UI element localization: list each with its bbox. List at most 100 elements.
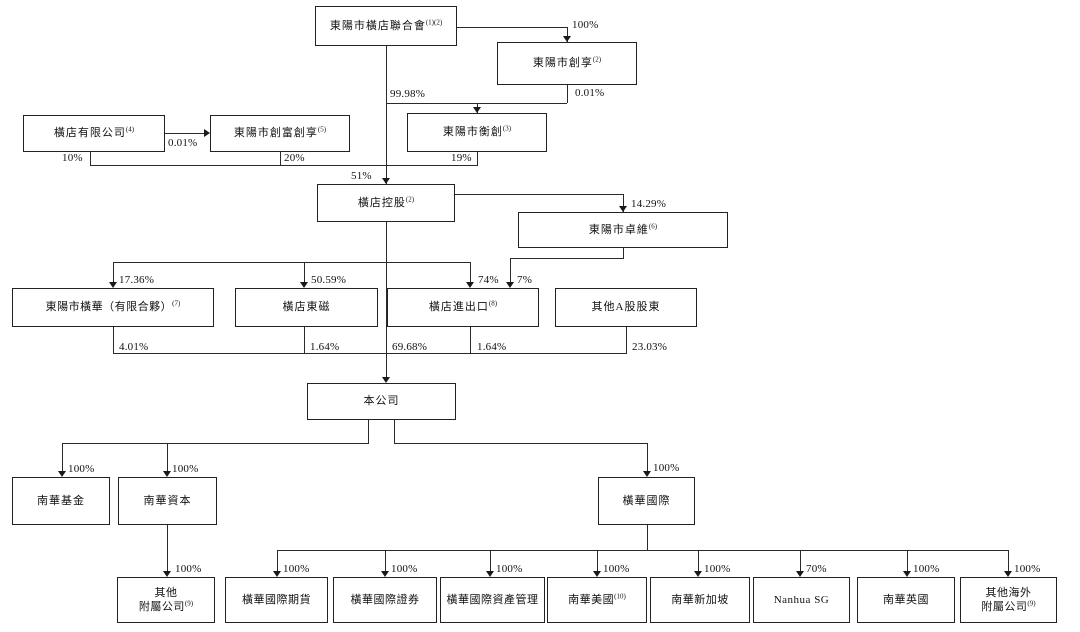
- node-other-overseas-subsidiaries: 其他海外附屬公司(9): [960, 577, 1057, 623]
- ownership-percentage: 19%: [451, 152, 472, 164]
- node-henghua-international: 橫華國際: [598, 477, 695, 525]
- ownership-percentage: 74%: [478, 274, 499, 286]
- connector-line: [477, 152, 478, 166]
- connector-line: [647, 443, 648, 472]
- ownership-percentage: 100%: [913, 563, 940, 575]
- ownership-percentage: 100%: [572, 19, 599, 31]
- ownership-percentage: 100%: [172, 463, 199, 475]
- ownership-percentage: 70%: [806, 563, 827, 575]
- node-other-subsidiaries: 其他附屬公司(9): [117, 577, 215, 623]
- connector-line: [277, 550, 278, 572]
- node-dongyang-hengchuang: 東陽市衡創(3): [407, 113, 547, 152]
- arrow-down-icon: [109, 282, 117, 288]
- connector-line: [304, 327, 305, 353]
- arrow-down-icon: [694, 571, 702, 577]
- connector-line: [623, 248, 624, 258]
- connector-line: [597, 550, 598, 572]
- node-nanhua-usa: 南華美國(10): [547, 577, 647, 623]
- arrow-down-icon: [382, 377, 390, 383]
- arrow-down-icon: [273, 571, 281, 577]
- node-henghua-intl-asset-mgmt: 橫華國際資產管理: [440, 577, 545, 623]
- connector-line: [280, 152, 281, 166]
- connector-line: [455, 194, 623, 195]
- arrow-down-icon: [643, 471, 651, 477]
- connector-line: [113, 353, 627, 354]
- connector-line: [470, 262, 471, 283]
- ownership-percentage: 100%: [283, 563, 310, 575]
- node-henghua-intl-securities: 橫華國際證券: [333, 577, 437, 623]
- connector-line: [470, 327, 471, 353]
- arrow-down-icon: [163, 471, 171, 477]
- connector-line: [394, 443, 648, 444]
- arrow-down-icon: [473, 107, 481, 113]
- ownership-percentage: 7%: [517, 274, 533, 286]
- arrow-down-icon: [903, 571, 911, 577]
- connector-line: [304, 262, 305, 283]
- node-dongyang-henghua-lp: 東陽市橫華（有限合夥）(7): [12, 288, 214, 327]
- connector-line: [567, 85, 568, 103]
- connector-line: [165, 133, 204, 134]
- connector-line: [907, 550, 908, 572]
- ownership-percentage: 10%: [62, 152, 83, 164]
- arrow-down-icon: [300, 282, 308, 288]
- connector-line: [626, 327, 627, 353]
- node-nanhua-capital: 南華資本: [118, 477, 217, 525]
- connector-line: [62, 443, 369, 444]
- arrow-down-icon: [796, 571, 804, 577]
- ownership-percentage: 50.59%: [311, 274, 347, 286]
- ownership-percentage: 1.64%: [310, 341, 340, 353]
- arrow-down-icon: [163, 571, 171, 577]
- ownership-percentage: 100%: [653, 462, 680, 474]
- connector-line: [1008, 550, 1009, 572]
- ownership-percentage: 1.64%: [477, 341, 507, 353]
- node-nanhua-fund: 南華基金: [12, 477, 110, 525]
- connector-line: [647, 525, 648, 550]
- arrow-down-icon: [486, 571, 494, 577]
- node-dongyang-chuangxiang: 東陽市創享(2): [497, 42, 637, 85]
- connector-line: [510, 258, 624, 259]
- connector-line: [567, 27, 568, 42]
- connector-line: [167, 525, 168, 572]
- connector-line: [62, 443, 63, 472]
- arrow-down-icon: [382, 178, 390, 184]
- node-nanhua-uk: 南華英國: [857, 577, 955, 623]
- connector-line: [490, 550, 491, 572]
- arrow-down-icon: [466, 282, 474, 288]
- connector-line: [698, 550, 699, 572]
- ownership-percentage: 99.98%: [390, 88, 426, 100]
- connector-line: [113, 262, 471, 263]
- node-nanhua-sg: Nanhua SG: [753, 577, 850, 623]
- connector-line: [90, 165, 478, 166]
- arrow-right-icon: [204, 129, 210, 137]
- ownership-percentage: 17.36%: [119, 274, 155, 286]
- node-hengdian-holdings: 橫店控股(2): [317, 184, 455, 222]
- node-dongyang-chuangfu-chuangxiang: 東陽市創富創享(5): [210, 115, 350, 152]
- connector-line: [394, 420, 395, 443]
- ownership-percentage: 100%: [603, 563, 630, 575]
- node-hengdian-dmegc: 橫店東磁: [235, 288, 378, 327]
- node-henghua-intl-futures: 橫華國際期貨: [225, 577, 328, 623]
- ownership-percentage: 100%: [1014, 563, 1041, 575]
- ownership-percentage: 100%: [704, 563, 731, 575]
- connector-line: [457, 27, 567, 28]
- connector-line: [113, 262, 114, 283]
- connector-line: [623, 194, 624, 212]
- connector-line: [277, 550, 1009, 551]
- node-hengdian-federation: 東陽市橫店聯合會(1)(2): [315, 6, 457, 46]
- connector-line: [167, 443, 168, 472]
- ownership-percentage: 14.29%: [631, 198, 667, 210]
- connector-line: [368, 420, 369, 443]
- node-the-company: 本公司: [307, 383, 456, 420]
- node-other-a-share-holders: 其他A股股東: [555, 288, 697, 327]
- ownership-percentage: 100%: [68, 463, 95, 475]
- arrow-down-icon: [563, 36, 571, 42]
- node-nanhua-singapore: 南華新加坡: [650, 577, 750, 623]
- ownership-percentage: 51%: [351, 170, 372, 182]
- connector-line: [800, 550, 801, 572]
- node-hengdian-limited: 橫店有限公司(4): [23, 115, 165, 152]
- node-dongyang-zhuowei: 東陽市卓維(6): [518, 212, 728, 248]
- connector-line: [386, 103, 567, 104]
- arrow-down-icon: [506, 282, 514, 288]
- ownership-percentage: 100%: [391, 563, 418, 575]
